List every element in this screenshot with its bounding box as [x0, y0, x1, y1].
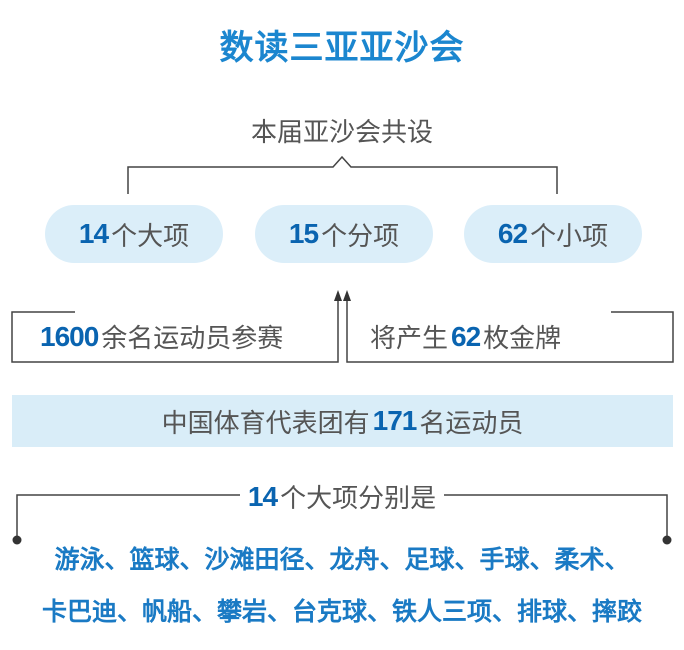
page-title: 数读三亚亚沙会: [219, 28, 465, 68]
pill-label: 个小项: [530, 221, 609, 252]
pill-label: 个大项: [111, 221, 190, 252]
sports-heading-number: 14: [247, 480, 278, 512]
delegation-label: 名运动员: [419, 408, 524, 439]
subtitle: 本届亚沙会共设: [250, 118, 433, 148]
sports-heading-label: 个大项分别是: [280, 484, 437, 514]
pill-number: 62: [497, 218, 528, 249]
pill-label: 个分项: [321, 221, 400, 252]
delegation-prefix: 中国体育代表团有: [161, 408, 370, 439]
medals-prefix: 将产生: [370, 324, 449, 354]
arrow-up-icon: [334, 290, 342, 301]
athletes-label: 余名运动员参赛: [101, 324, 284, 354]
dot-icon: [12, 535, 22, 545]
medals-number: 62: [451, 320, 481, 352]
sports-line-2: 卡巴迪、帆船、攀岩、台克球、铁人三项、排球、摔跤: [41, 597, 642, 626]
pill-number: 15: [288, 218, 319, 249]
athletes-number: 1600: [40, 320, 99, 352]
arrow-boxes: [11, 290, 674, 363]
dot-icon: [662, 535, 672, 545]
top-bracket: [127, 155, 558, 194]
delegation-number: 171: [372, 405, 418, 436]
pill-number: 14: [78, 218, 109, 249]
sports-line-1: 游泳、篮球、沙滩田径、龙舟、足球、手球、柔术、: [54, 545, 630, 574]
medals-label: 枚金牌: [483, 324, 562, 354]
arrow-up-icon: [343, 290, 351, 301]
